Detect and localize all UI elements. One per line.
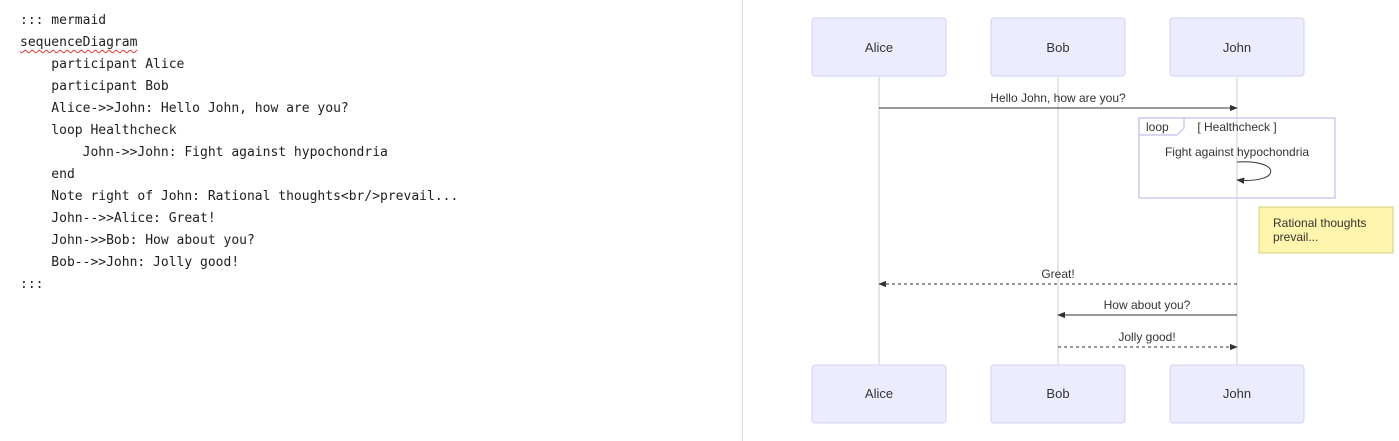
actor-box-bob-top	[990, 17, 1126, 77]
code-line-2[interactable]: sequenceDiagram	[20, 32, 137, 54]
code-line-1[interactable]: ::: mermaid	[20, 13, 107, 28]
note-box	[1258, 206, 1394, 254]
message-label-3: Great!	[1041, 267, 1074, 281]
code-line-10[interactable]: John-->>Alice: Great!	[20, 211, 216, 226]
message-arrow-2-self	[1236, 161, 1271, 184]
actor-box-alice-top	[811, 17, 947, 77]
message-label-2: Fight against hypochondria	[1165, 145, 1309, 159]
code-line-5[interactable]: Alice->>John: Hello John, how are you?	[20, 101, 349, 116]
code-line-4[interactable]: participant Bob	[20, 79, 169, 94]
diagram-preview: Alice Bob John Hello John, how are you? …	[743, 0, 1399, 441]
loop-keyword: loop	[1146, 120, 1169, 134]
code-line-13[interactable]: :::	[20, 277, 44, 292]
code-line-7[interactable]: John->>John: Fight against hypochondria	[20, 145, 388, 160]
code-line-11[interactable]: John->>Bob: How about you?	[20, 233, 255, 248]
actor-label-bob-top: Bob	[1046, 40, 1069, 55]
loop-label: [ Healthcheck ]	[1197, 120, 1276, 134]
pane-divider[interactable]	[742, 0, 743, 441]
code-line-12[interactable]: Bob-->>John: Jolly good!	[20, 255, 240, 270]
code-line-6[interactable]: loop Healthcheck	[20, 123, 177, 138]
code-line-8[interactable]: end	[20, 167, 75, 182]
actor-label-alice-top: Alice	[865, 40, 893, 55]
actor-label-john-top: John	[1223, 40, 1251, 55]
actor-label-john-bottom: John	[1223, 386, 1251, 401]
code-line-3[interactable]: participant Alice	[20, 57, 185, 72]
note-line-2: prevail...	[1273, 230, 1318, 244]
message-label-4: How about you?	[1104, 298, 1191, 312]
loop-tab	[1138, 117, 1185, 136]
actor-box-bob-bottom	[990, 364, 1126, 424]
sequence-diagram: Alice Bob John Hello John, how are you? …	[811, 17, 1394, 424]
message-label-1: Hello John, how are you?	[990, 91, 1126, 105]
actor-label-bob-bottom: Bob	[1046, 386, 1069, 401]
code-line-9[interactable]: Note right of John: Rational thoughts<br…	[20, 189, 459, 204]
code-token-sequencediagram: sequenceDiagram	[20, 35, 138, 50]
actor-label-alice-bottom: Alice	[865, 386, 893, 401]
actor-box-alice-bottom	[811, 364, 947, 424]
actor-box-john-bottom	[1169, 364, 1305, 424]
note-line-1: Rational thoughts	[1273, 216, 1366, 230]
actor-box-john-top	[1169, 17, 1305, 77]
loop-frame	[1138, 117, 1336, 199]
markdown-editor[interactable]: ::: mermaid sequenceDiagram participant …	[0, 0, 742, 441]
message-label-5: Jolly good!	[1118, 330, 1175, 344]
